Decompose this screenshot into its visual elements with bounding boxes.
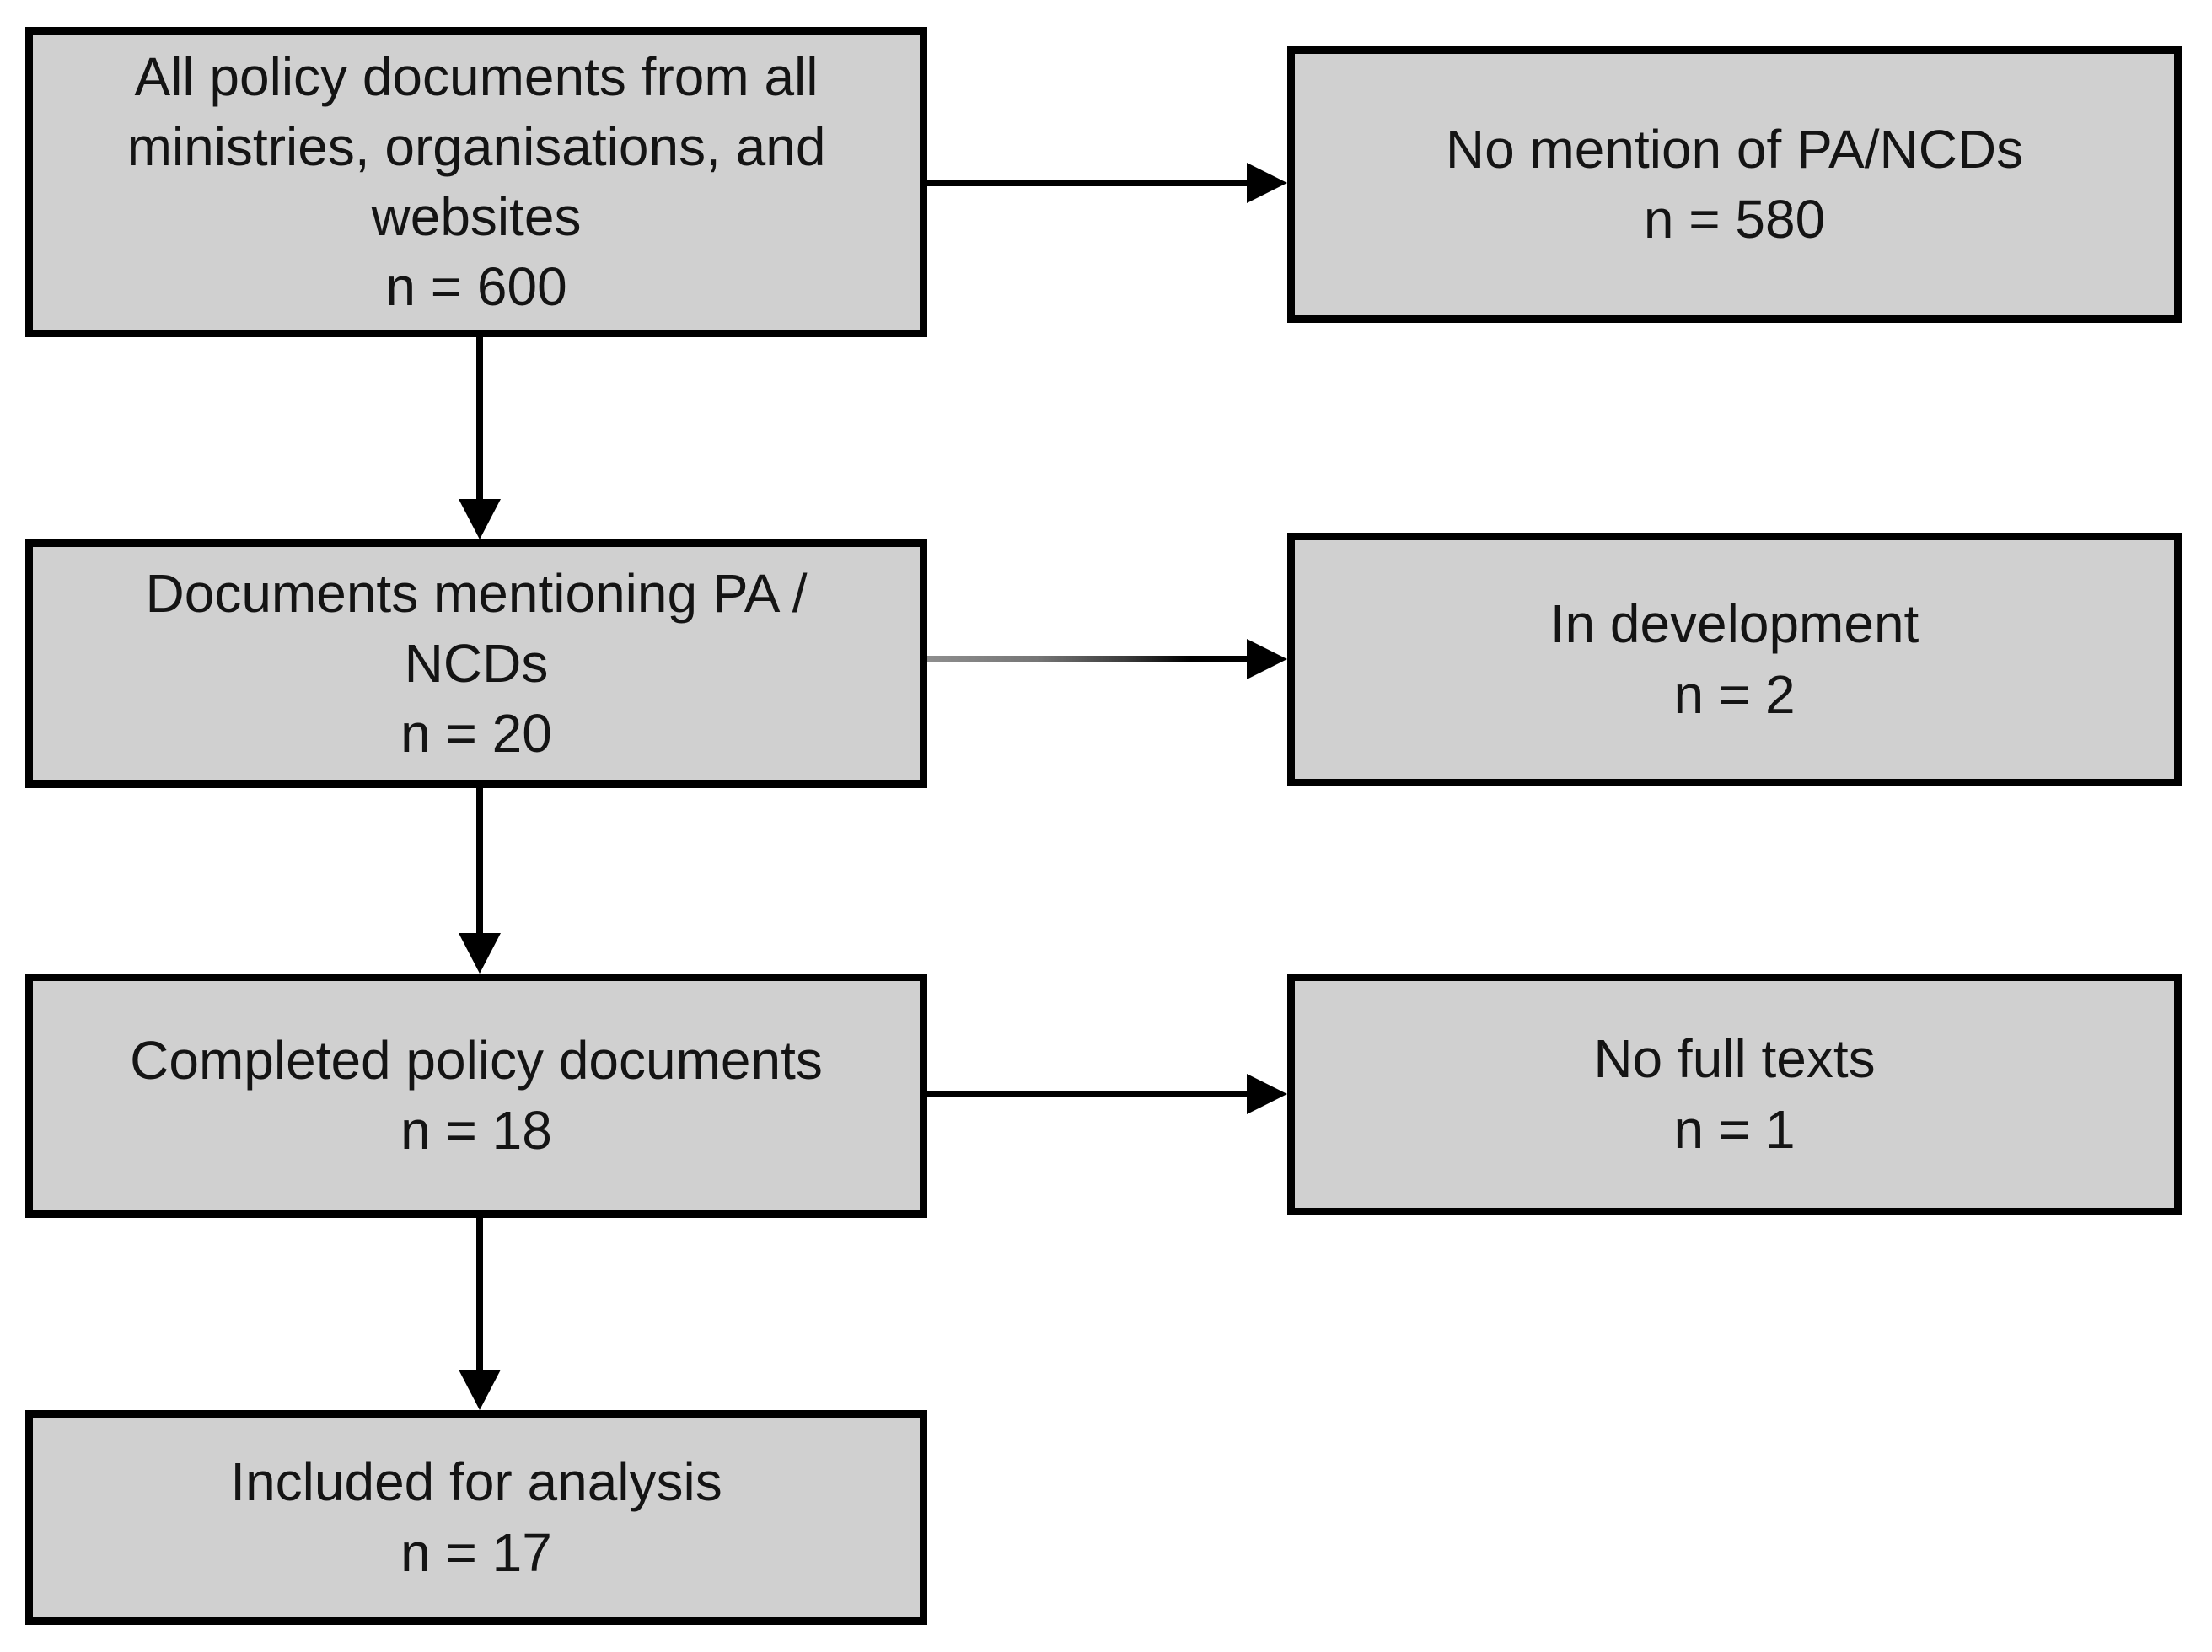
box-count: n = 580 [1643,189,1826,249]
arrow-down-head-icon [459,933,501,974]
arrow-right-1-icon [927,163,1287,203]
arrow-down-3-icon [459,1218,501,1410]
arrow-right-3-icon [927,1074,1287,1114]
box-label: Documents mentioning PA / NCDs [145,562,808,694]
flow-box-no-full-texts: No full texts n = 1 [1287,974,2182,1215]
arrow-down-head-icon [459,1370,501,1410]
arrow-right-head-icon [1247,639,1287,679]
box-count: n = 1 [1673,1098,1796,1160]
flow-box-no-mention-pa-ncds: No mention of PA/NCDs n = 580 [1287,46,2182,323]
box-count: n = 600 [385,256,567,318]
arrow-right-head-icon [1247,163,1287,203]
box-count: n = 20 [400,703,552,764]
box-count: n = 18 [400,1100,552,1161]
flow-box-completed-policy-documents: Completed policy documents n = 18 [25,974,927,1218]
arrow-down-head-icon [459,499,501,539]
arrow-right-head-icon [1247,1074,1287,1114]
arrow-down-1-icon [459,337,501,539]
flow-box-included-for-analysis: Included for analysis n = 17 [25,1410,927,1625]
box-label: In development [1549,593,1919,655]
flow-box-documents-mentioning-pa-ncds: Documents mentioning PA / NCDs n = 20 [25,539,927,788]
flow-box-in-development: In development n = 2 [1287,533,2182,786]
box-count: n = 17 [400,1521,552,1583]
box-label: No full texts [1593,1028,1876,1090]
arrow-right-2-icon [927,639,1287,679]
box-label: All policy documents from all ministries… [126,46,826,247]
box-count: n = 2 [1673,663,1796,725]
box-label: Completed policy documents [130,1029,823,1091]
box-label: Included for analysis [230,1451,722,1513]
flow-box-all-policy-documents: All policy documents from all ministries… [25,27,927,337]
arrow-down-2-icon [459,788,501,974]
box-label: No mention of PA/NCDs [1445,118,2024,180]
